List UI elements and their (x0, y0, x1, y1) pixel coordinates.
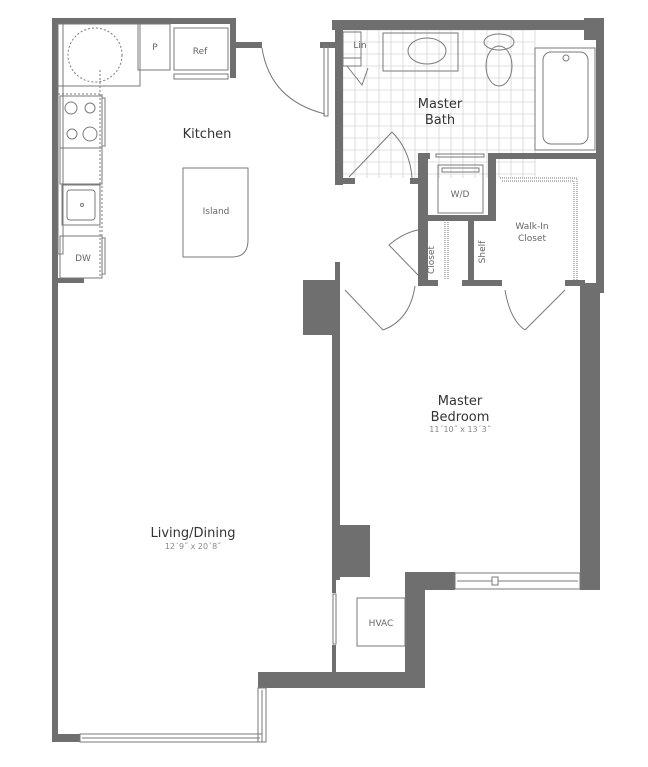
walls (52, 18, 604, 742)
walk-in-closet-label-line1: Walk-In (515, 222, 548, 232)
linen-label: Lin (353, 41, 366, 51)
kitchen-fixtures (57, 23, 329, 279)
master-bath-label-line2: Bath (425, 113, 455, 128)
master-bedroom-label-line1: Master (438, 394, 483, 409)
bath-fixtures (342, 31, 596, 179)
windows (79, 572, 581, 743)
hvac-label: HVAC (369, 619, 394, 629)
refrigerator-label: Ref (193, 47, 208, 57)
walk-in-closet-label-line2: Closet (518, 234, 547, 244)
master-bedroom-dimensions: 11´10˝ x 13´3˝ (429, 424, 490, 434)
living-dining-label: Living/Dining (151, 526, 236, 541)
washer-dryer-label: W/D (451, 190, 470, 200)
closet-label: Closet (427, 246, 437, 275)
master-bath-label-line1: Master (418, 97, 463, 112)
island-label: Island (203, 207, 230, 217)
closet-fixtures (344, 153, 578, 647)
kitchen-label: Kitchen (183, 127, 232, 142)
shelf-label: Shelf (478, 240, 488, 263)
living-dining-dimensions: 12´9˝ x 20´8˝ (165, 541, 221, 551)
master-bedroom-label-line2: Bedroom (431, 410, 490, 425)
pantry-label: P (152, 43, 158, 53)
dishwasher-label: DW (75, 254, 91, 264)
